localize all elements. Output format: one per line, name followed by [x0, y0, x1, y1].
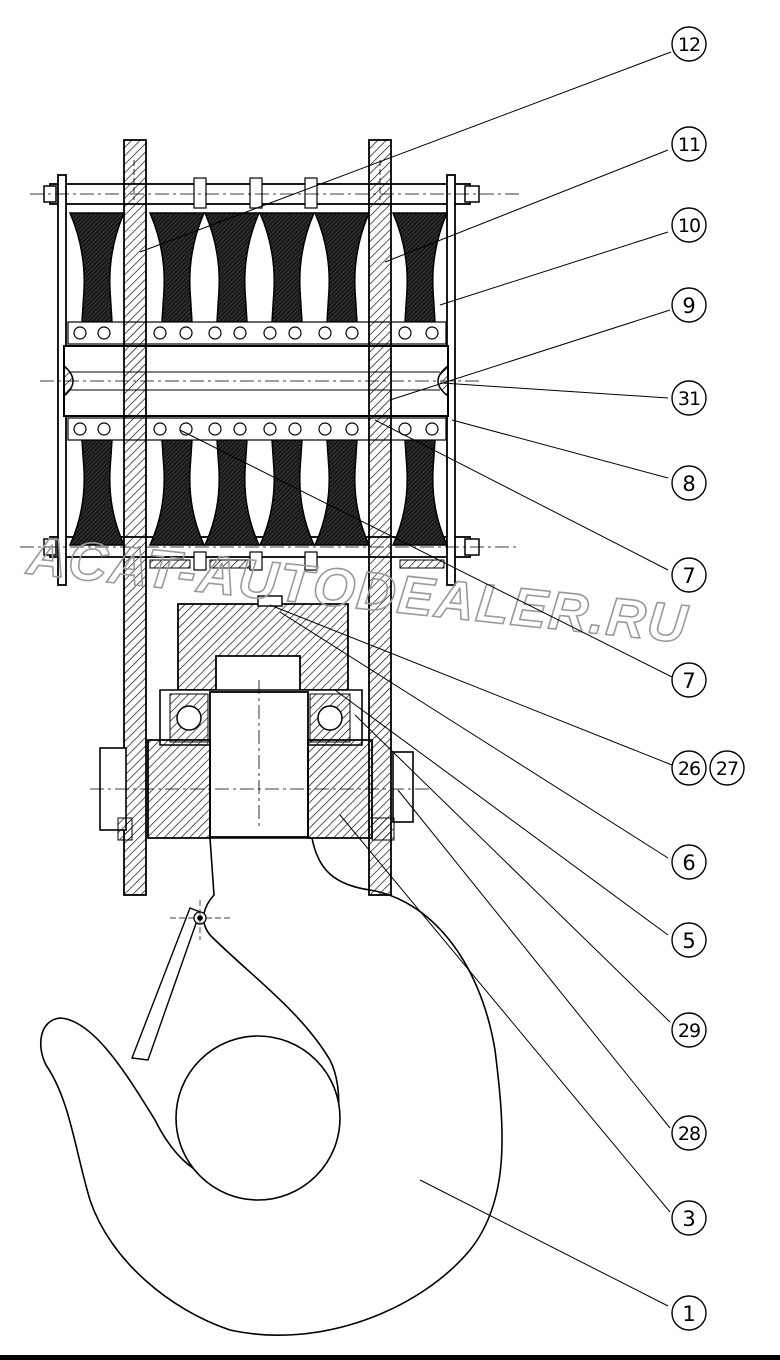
svg-text:6: 6	[682, 851, 695, 875]
leader-6	[279, 611, 669, 859]
callout-1: 1	[671, 1295, 707, 1331]
sheave-3-upper	[203, 212, 261, 323]
sheave-6-upper	[391, 212, 449, 323]
bearing-row-lower	[67, 417, 447, 441]
side-plate-right	[368, 139, 392, 896]
callout-9: 9	[671, 287, 707, 323]
sheave-2-upper	[148, 212, 206, 323]
leader-7a	[374, 419, 669, 571]
sheave-3-lower	[203, 439, 261, 546]
sheave-1-lower	[68, 439, 126, 546]
sheave-5-lower	[313, 439, 371, 546]
hook-body-outline	[39, 837, 503, 1337]
leader-1	[419, 1179, 669, 1307]
crosshead-trunnion-right	[392, 751, 414, 823]
leader-11	[384, 149, 669, 263]
svg-text:26: 26	[678, 758, 700, 780]
svg-text:5: 5	[682, 929, 695, 953]
leader-10	[439, 231, 669, 306]
leader-28	[397, 789, 671, 1129]
callout-31: 31	[671, 380, 707, 416]
callout-10: 10	[671, 207, 707, 243]
hook-eye	[175, 1035, 341, 1201]
leader-7b	[179, 429, 673, 678]
hook-nut	[177, 603, 349, 691]
leader-lines	[139, 51, 673, 1307]
callout-7b: 7	[671, 662, 707, 698]
leader-5	[334, 689, 669, 936]
callout-8: 8	[671, 465, 707, 501]
sheave-4-upper	[258, 212, 316, 323]
callout-7a: 7	[671, 557, 707, 593]
svg-text:31: 31	[678, 388, 700, 410]
crosshead-assembly	[90, 595, 430, 841]
thrust-bearing-ball-right	[317, 705, 343, 731]
callout-11: 11	[671, 126, 707, 162]
sheave-5-upper	[313, 212, 371, 323]
callout-5: 5	[671, 922, 707, 958]
callout-28: 28	[671, 1115, 707, 1151]
callout-6: 6	[671, 844, 707, 880]
bearing-row-upper	[67, 321, 447, 345]
crane-hook	[39, 837, 503, 1337]
sheave-2-lower	[148, 439, 206, 546]
sheave-1-upper	[68, 212, 126, 323]
nut-lock-screw	[257, 595, 283, 607]
svg-text:27: 27	[716, 758, 738, 780]
callout-26: 26	[671, 750, 707, 786]
sheaves-lower	[68, 439, 449, 546]
leader-12	[139, 51, 672, 253]
svg-text:28: 28	[678, 1123, 700, 1145]
callout-27: 27	[709, 750, 745, 786]
sheave-4-lower	[258, 439, 316, 546]
svg-text:12: 12	[678, 34, 700, 56]
leader-31	[441, 382, 669, 399]
leader-3	[339, 814, 671, 1213]
axle-end-right	[437, 365, 449, 397]
leader-9	[389, 309, 671, 401]
frame-bottom-border	[0, 1355, 780, 1360]
svg-text:8: 8	[682, 472, 695, 496]
axle-end-left	[63, 365, 74, 397]
svg-text:9: 9	[682, 294, 695, 318]
leader-26	[269, 604, 673, 766]
svg-text:10: 10	[678, 215, 700, 237]
leader-29	[354, 714, 671, 1023]
svg-text:3: 3	[682, 1207, 695, 1231]
svg-text:7: 7	[682, 564, 695, 588]
callout-3: 3	[671, 1200, 707, 1236]
pulley-block	[20, 139, 520, 896]
callout-29: 29	[671, 1012, 707, 1048]
callouts: 12 11 10 9 31 8 7 7 26 27 6 5 29 28 3 1	[671, 26, 745, 1331]
callout-12: 12	[671, 26, 707, 62]
svg-text:11: 11	[678, 134, 700, 156]
thrust-bearing-ball-left	[176, 705, 202, 731]
svg-text:7: 7	[682, 669, 695, 693]
svg-text:1: 1	[682, 1302, 695, 1326]
side-plate-left	[123, 139, 147, 896]
sheave-6-lower	[391, 439, 449, 546]
svg-text:29: 29	[678, 1020, 700, 1042]
safety-latch	[131, 907, 201, 1061]
leader-8	[451, 419, 669, 479]
